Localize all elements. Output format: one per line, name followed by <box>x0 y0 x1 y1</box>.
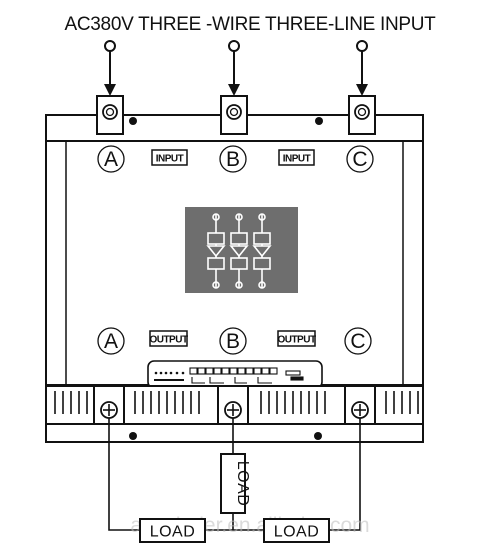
top-screw-c <box>348 95 376 135</box>
input-arrow-c <box>356 51 368 96</box>
top-screw-a <box>96 95 124 135</box>
phase-b-output-label: B <box>226 330 240 353</box>
phase-a-output-marker <box>97 327 125 355</box>
phase-a-input-label: A <box>104 148 118 171</box>
bottom-screw-c <box>351 401 369 419</box>
load-box-right-label: LOAD <box>274 524 320 541</box>
input-badge-right-label: INPUT <box>283 154 311 165</box>
load-box-left-label: LOAD <box>150 524 196 541</box>
thyristor-chip-icon <box>185 207 298 293</box>
input-terminal-a <box>104 40 116 52</box>
input-terminal-b <box>228 40 240 52</box>
phase-b-input-marker <box>219 145 247 173</box>
control-connector-strip <box>147 360 323 389</box>
input-terminal-c <box>356 40 368 52</box>
input-arrow-a <box>104 51 116 96</box>
phase-c-output-label: C <box>350 330 365 353</box>
phase-c-input-label: C <box>352 148 367 171</box>
input-badge-left: INPUT <box>151 149 188 166</box>
output-badge-left: OUTPUT <box>149 330 188 347</box>
phase-a-output-label: A <box>104 330 118 353</box>
phase-c-input-marker <box>346 145 374 173</box>
input-arrow-b <box>228 51 240 96</box>
input-badge-left-label: INPUT <box>156 154 184 165</box>
load-box-center: LOAD <box>220 453 251 514</box>
phase-b-output-marker <box>219 327 247 355</box>
bottom-screw-b <box>224 401 242 419</box>
top-screw-b <box>220 95 248 135</box>
phase-c-output-marker <box>344 327 372 355</box>
bottom-screw-a <box>100 401 118 419</box>
load-box-center-label: LOAD <box>234 461 251 507</box>
output-badge-right: OUTPUT <box>277 330 316 347</box>
output-badge-right-label: OUTPUT <box>277 335 316 346</box>
output-badge-left-label: OUTPUT <box>149 335 188 346</box>
load-box-right: LOAD <box>263 518 330 543</box>
phase-b-input-label: B <box>226 148 240 171</box>
load-box-left: LOAD <box>139 518 206 543</box>
input-badge-right: INPUT <box>278 149 315 166</box>
diagram-title: AC380V THREE -WIRE THREE-LINE INPUT <box>65 14 437 35</box>
load-wiring <box>108 418 361 531</box>
phase-a-input-marker <box>97 145 125 173</box>
